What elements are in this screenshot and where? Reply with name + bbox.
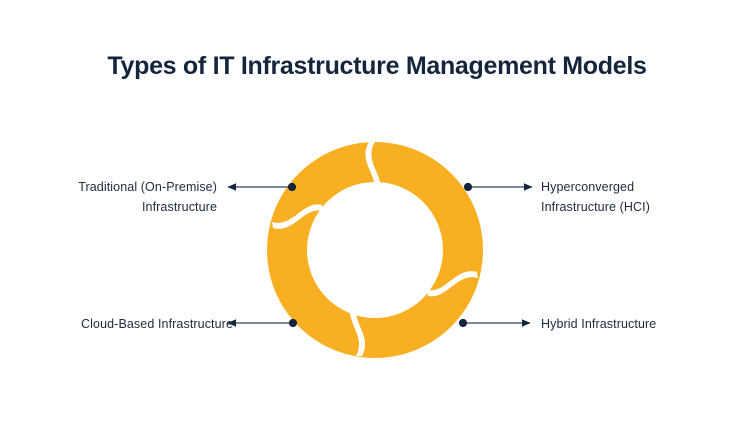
connector-traditional: [227, 182, 297, 192]
node-label-hybrid: Hybrid Infrastructure: [541, 314, 751, 334]
connector-dot: [287, 182, 297, 192]
connector-dot: [288, 318, 298, 328]
connector-cloud: [227, 318, 298, 328]
node-label-line: Cloud-Based Infrastructure: [81, 317, 233, 331]
node-label-line: Hybrid Infrastructure: [541, 317, 657, 331]
node-label-traditional: Traditional (On-Premise) Infrastructure: [0, 177, 217, 217]
node-label-line: Infrastructure (HCI): [541, 200, 650, 214]
connector-dot: [463, 182, 473, 192]
connector-hybrid: [458, 318, 531, 328]
node-label-line: Infrastructure: [141, 200, 217, 214]
donut-segments: [255, 130, 495, 370]
donut-ring: [255, 130, 495, 370]
node-label-line: Traditional (On-Premise): [78, 180, 217, 194]
connector-hyperconverged: [463, 182, 533, 192]
node-label-line: Hyperconverged: [541, 180, 635, 194]
node-label-cloud: Cloud-Based Infrastructure: [0, 314, 233, 334]
connector-dot: [458, 318, 468, 328]
page-title: Types of IT Infrastructure Management Mo…: [107, 52, 647, 80]
node-label-hyperconverged: Hyperconverged Infrastructure (HCI): [541, 177, 751, 217]
